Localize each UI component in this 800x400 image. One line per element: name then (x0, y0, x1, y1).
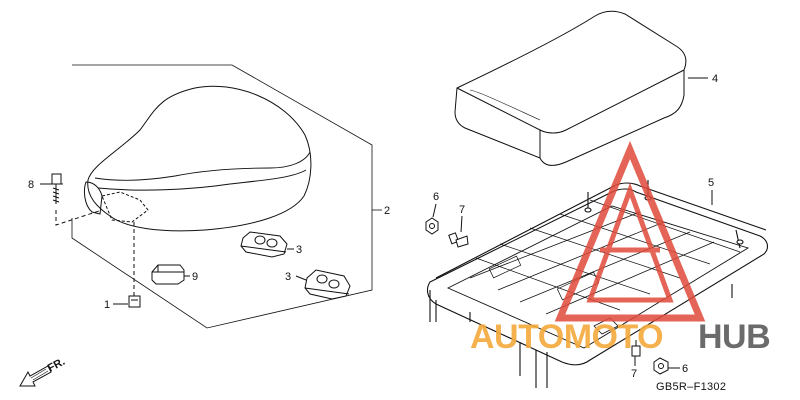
bolt-8-icon (50, 173, 63, 204)
bolt-7-lower-icon (631, 340, 641, 357)
callout-6-lower: 6 (682, 363, 688, 375)
leader-8-dashed (55, 209, 103, 226)
seat-rear-cutout (83, 181, 103, 215)
diagram-code: GB5R–F1302 (656, 381, 726, 393)
callout-3-lower: 3 (285, 271, 291, 283)
seat-outline (87, 85, 312, 232)
callout-3-upper: 3 (296, 244, 302, 256)
callout-4: 4 (712, 73, 718, 85)
watermark-text: AUTOMOTO HUB (470, 318, 771, 356)
nut-6-upper-icon (425, 217, 439, 235)
leader-6-upper (432, 203, 437, 218)
callout-7-lower: 7 (631, 368, 637, 380)
callout-7-upper: 7 (459, 204, 465, 216)
cushion-3-lower-icon (304, 269, 351, 300)
callout-2: 2 (384, 205, 390, 217)
callout-1: 1 (104, 299, 110, 311)
seat-hidden-bracket (101, 191, 149, 223)
nut-1-icon (128, 295, 141, 308)
group-bracket-outline (71, 64, 373, 329)
watermark-text-part2: HUB (698, 318, 770, 356)
rubber-block-9-icon (151, 264, 185, 285)
callout-6-upper: 6 (433, 191, 439, 203)
seat-assembly (40, 64, 382, 329)
callout-8: 8 (28, 179, 34, 191)
seat-side-edge (97, 169, 307, 191)
cushion-3-upper-icon (240, 231, 288, 258)
watermark-logo (554, 140, 706, 322)
leader-3-lower (295, 275, 307, 281)
backrest-pad (454, 10, 687, 166)
callout-5: 5 (708, 177, 714, 189)
front-arrow-icon (19, 365, 52, 387)
callout-9: 9 (192, 271, 198, 283)
leader-7-upper (460, 215, 463, 233)
front-marker-label: FR. (46, 356, 67, 375)
seat-top-edge (94, 151, 311, 181)
bolt-7-upper-icon (448, 232, 469, 248)
watermark-text-part1: AUTOMOTO (470, 318, 663, 356)
nut-6-lower-icon (653, 357, 669, 375)
